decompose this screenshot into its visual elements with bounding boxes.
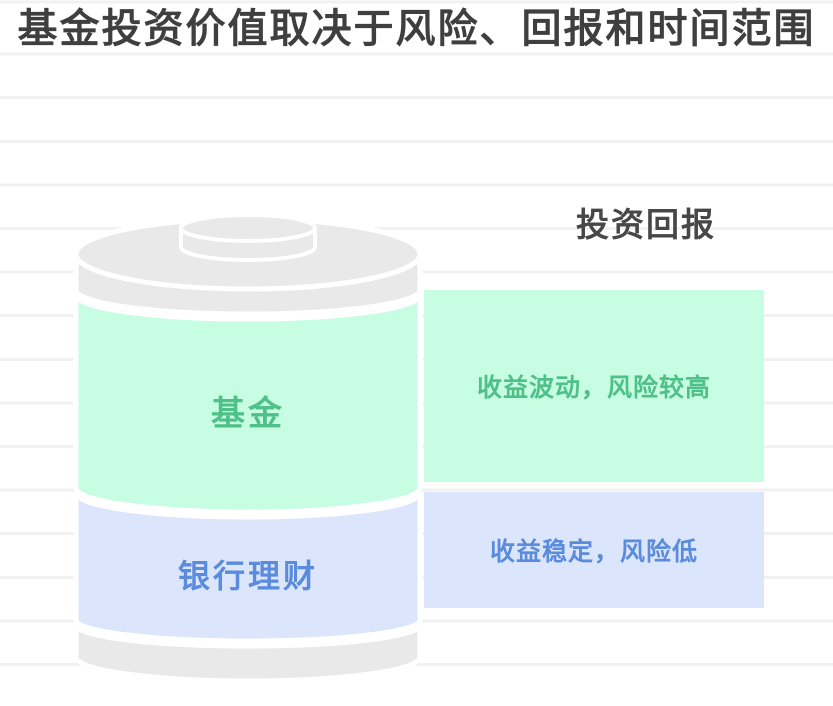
fund-segment: [73, 292, 423, 515]
cylinder-cap-top: [179, 213, 317, 243]
fund-segment-label: 基金: [211, 396, 285, 433]
bank-return-card: 收益稳定，风险低: [424, 492, 764, 608]
fund-return-text: 收益波动，风险较高: [476, 375, 711, 402]
returns-column-header: 投资回报: [576, 208, 716, 244]
page-title: 基金投资价值取决于风险、回报和时间范围: [17, 6, 816, 51]
bank-segment: [73, 490, 423, 644]
cylinder-base: [73, 622, 423, 684]
bank-segment-label: 银行理财: [177, 558, 318, 594]
bank-return-text: 收益稳定，风险低: [489, 539, 698, 566]
fund-return-card: 收益波动，风险较高: [424, 290, 764, 482]
